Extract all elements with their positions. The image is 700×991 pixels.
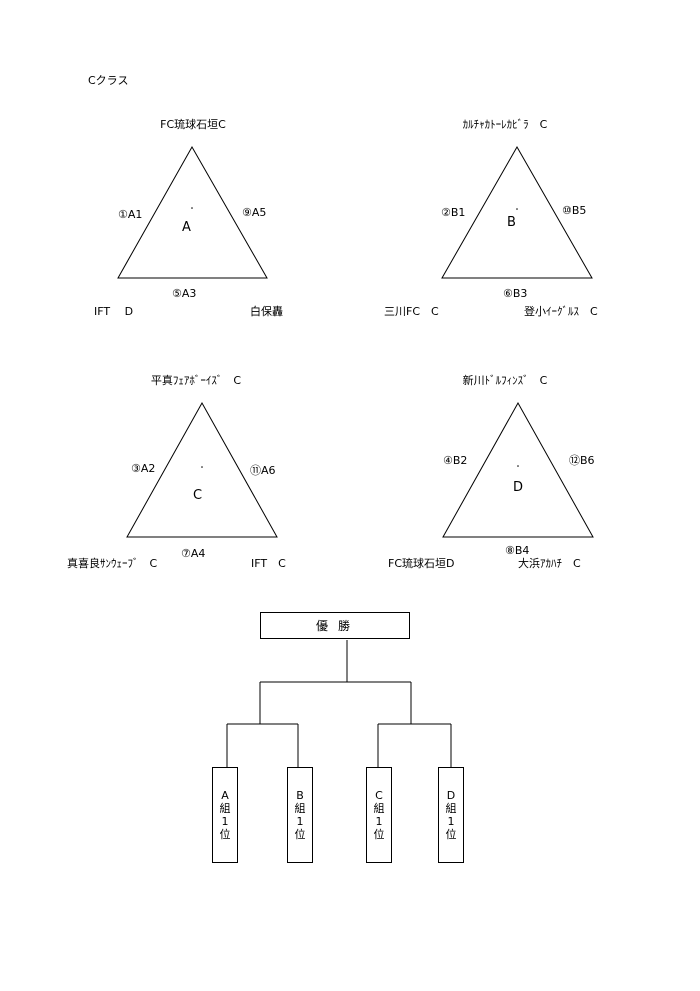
group-b-edge-left: ②B1	[441, 206, 466, 219]
group-a-letter: A	[182, 220, 191, 235]
slot-b-char-2: 組	[294, 802, 306, 815]
group-a-center-dot	[191, 207, 193, 209]
slot-a-char-4: 位	[219, 828, 231, 841]
bracket-slot-a: A 組 1 位	[212, 767, 238, 863]
winner-label: 優勝	[315, 619, 360, 633]
group-d-edge-right: ⑫B6	[569, 454, 595, 467]
group-c-top-team: 平真ﾌｪｱﾎﾞｰｲｽﾞ C	[150, 374, 242, 387]
bracket-slot-b: B 組 1 位	[287, 767, 313, 863]
group-b-edge-right: ⑩B5	[562, 204, 587, 217]
slot-d-char-1: D	[446, 789, 456, 802]
page-title: Cクラス	[88, 74, 129, 87]
group-c-bottom-right-team: IFT C	[251, 557, 286, 570]
bracket-slot-d: D 組 1 位	[438, 767, 464, 863]
slot-b-char-4: 位	[294, 828, 306, 841]
group-d-triangle	[442, 401, 594, 538]
slot-d-char-2: 組	[445, 802, 457, 815]
slot-a-char-3: 1	[221, 815, 229, 828]
group-d-top-team: 新川ﾄﾞﾙﾌｨﾝｽﾞ C	[462, 374, 548, 387]
group-b-triangle	[441, 145, 593, 279]
group-c-edge-bottom: ⑦A4	[181, 547, 206, 560]
group-d-letter: D	[513, 480, 524, 495]
slot-c-char-2: 組	[373, 802, 385, 815]
slot-b-char-1: B	[296, 789, 304, 802]
slot-c-char-3: 1	[375, 815, 383, 828]
bracket-slot-c: C 組 1 位	[366, 767, 392, 863]
group-c-letter: C	[193, 488, 203, 503]
slot-a-char-1: A	[221, 789, 229, 802]
group-c-edge-right: ⑪A6	[250, 464, 276, 477]
group-b-bottom-right-team: 登小ｲｰｸﾞﾙｽ C	[524, 305, 598, 318]
winner-box: 優勝	[260, 612, 410, 639]
group-c-bottom-left-team: 真喜良ｻﾝｳｪｰﾌﾞ C	[67, 557, 158, 570]
slot-d-char-4: 位	[445, 828, 457, 841]
group-a-edge-left: ①A1	[118, 208, 143, 221]
group-d-bottom-left-team: FC琉球石垣D	[388, 557, 455, 570]
group-a-triangle	[117, 145, 268, 279]
group-c-triangle	[126, 401, 278, 538]
group-c-center-dot	[201, 466, 203, 468]
group-b-top-team: ｶﾙﾁｬｶﾄｰﾚｶﾋﾞﾗ C	[462, 118, 548, 131]
group-a-top-team: FC琉球石垣C	[160, 118, 226, 131]
group-b-letter: B	[507, 215, 516, 230]
group-b-bottom-left-team: 三川FC C	[384, 305, 439, 318]
slot-c-char-1: C	[375, 789, 383, 802]
group-c-edge-left: ③A2	[131, 462, 156, 475]
slot-d-char-3: 1	[447, 815, 455, 828]
group-a-edge-bottom: ⑤A3	[172, 287, 197, 300]
group-b-center-dot	[516, 208, 518, 210]
group-d-center-dot	[517, 465, 519, 467]
group-a-edge-right: ⑨A5	[242, 206, 267, 219]
group-a-bottom-right-team: 白保轟	[250, 305, 283, 318]
group-d-bottom-right-team: 大浜ｱｶﾊﾁ C	[518, 557, 581, 570]
slot-c-char-4: 位	[373, 828, 385, 841]
group-b-edge-bottom: ⑥B3	[503, 287, 528, 300]
slot-a-char-2: 組	[219, 802, 231, 815]
group-d-edge-left: ④B2	[443, 454, 468, 467]
slot-b-char-3: 1	[296, 815, 304, 828]
group-d-edge-bottom: ⑧B4	[505, 544, 530, 557]
group-a-bottom-left-team: IFT D	[94, 305, 134, 318]
